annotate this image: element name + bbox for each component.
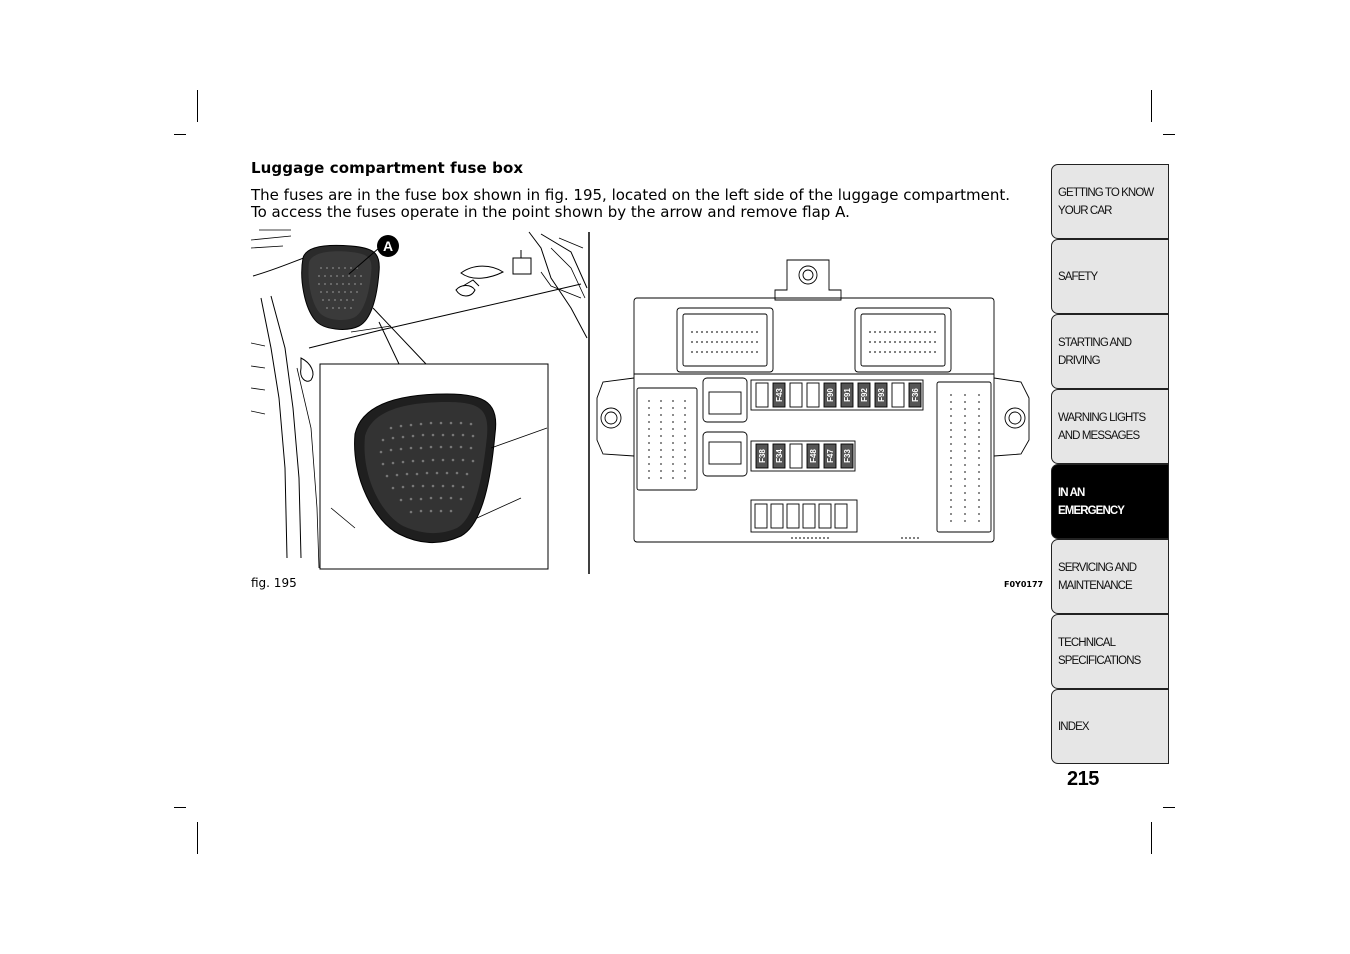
fuse bbox=[806, 443, 820, 469]
chapter-tab-label: SAFETY bbox=[1058, 270, 1098, 283]
fuse bbox=[840, 443, 854, 469]
figure-caption: fig. 195 bbox=[251, 576, 297, 590]
body-paragraph: The fuses are in the fuse box shown in f… bbox=[251, 187, 1011, 221]
chapter-tab[interactable]: SERVICING AND MAINTENANCE bbox=[1051, 539, 1169, 614]
figure-code: F0Y0177 bbox=[1004, 580, 1044, 589]
chapter-tab[interactable]: STARTING AND DRIVING bbox=[1051, 314, 1169, 389]
fuse-label: F34 bbox=[775, 449, 784, 463]
fuse-label: F93 bbox=[877, 388, 886, 402]
fuse bbox=[772, 382, 786, 408]
fuse-label: F47 bbox=[826, 449, 835, 463]
chapter-tab[interactable]: GETTING TO KNOW YOUR CAR bbox=[1051, 164, 1169, 239]
fuse bbox=[857, 382, 871, 408]
chapter-tab[interactable]: TECHNICAL SPECIFICATIONS bbox=[1051, 614, 1169, 689]
fuse-label: F43 bbox=[775, 388, 784, 402]
crop-mark bbox=[1151, 90, 1152, 122]
crop-mark bbox=[1163, 134, 1175, 135]
fuse bbox=[874, 382, 888, 408]
fuse bbox=[772, 443, 786, 469]
section-title: Luggage compartment fuse box bbox=[251, 159, 524, 177]
chapter-tab-label: STARTING AND DRIVING bbox=[1058, 336, 1132, 367]
crop-mark bbox=[197, 90, 198, 122]
fuse bbox=[755, 443, 769, 469]
empty-fuse-slot bbox=[789, 382, 803, 408]
chapter-tab[interactable]: IN AN EMERGENCY bbox=[1051, 464, 1169, 539]
fuse-label: F91 bbox=[843, 388, 852, 402]
chapter-tab-label: IN AN EMERGENCY bbox=[1058, 486, 1125, 517]
fuse-box-drawing bbox=[596, 259, 1030, 543]
fuse-label: F36 bbox=[911, 388, 920, 402]
fuse bbox=[823, 443, 837, 469]
crop-mark bbox=[1163, 807, 1175, 808]
chapter-tab[interactable]: WARNING LIGHTS AND MESSAGES bbox=[1051, 389, 1169, 464]
chapter-tab[interactable]: INDEX bbox=[1051, 689, 1169, 764]
empty-fuse-slot bbox=[755, 382, 769, 408]
crop-mark bbox=[197, 822, 198, 854]
fuse-label: F33 bbox=[843, 449, 852, 463]
flap-a-large bbox=[354, 393, 497, 544]
body-line: To access the fuses operate in the point… bbox=[251, 203, 850, 221]
luggage-compartment-sketch bbox=[251, 229, 588, 569]
fuse-label: F90 bbox=[826, 388, 835, 402]
empty-fuse-slot bbox=[789, 443, 803, 469]
chapter-tab-label: TECHNICAL SPECIFICATIONS bbox=[1058, 636, 1141, 667]
empty-fuse-slot bbox=[891, 382, 905, 408]
crop-mark bbox=[174, 134, 186, 135]
crop-mark bbox=[1151, 822, 1152, 854]
fuse bbox=[840, 382, 854, 408]
chapter-tab-label: INDEX bbox=[1058, 720, 1090, 733]
body-line: The fuses are in the fuse box shown in f… bbox=[251, 186, 1010, 204]
chapter-tab-label: WARNING LIGHTS AND MESSAGES bbox=[1058, 411, 1146, 442]
empty-fuse-slot bbox=[806, 382, 820, 408]
chapter-tab-label: SERVICING AND MAINTENANCE bbox=[1058, 561, 1137, 592]
fuse-label: F38 bbox=[758, 449, 767, 463]
fuse bbox=[908, 382, 922, 408]
fuse-label: F48 bbox=[809, 449, 818, 463]
chapter-sidebar: GETTING TO KNOW YOUR CAR SAFETY STARTING A… bbox=[1051, 164, 1169, 764]
chapter-tab[interactable]: SAFETY bbox=[1051, 239, 1169, 314]
page-number: 215 bbox=[1067, 768, 1099, 790]
fuse-row-top: F43 F90 F91 F92 F93 F36 bbox=[755, 382, 922, 408]
crop-mark bbox=[174, 807, 186, 808]
fuse bbox=[823, 382, 837, 408]
fuse-box-figure: F43 F90 F91 F92 F93 F36 F38 F34 F48 F47 F33 A bbox=[251, 229, 1030, 574]
callout-label-a: A bbox=[383, 238, 393, 254]
fuse-row-bottom: F38 F34 F48 F47 F33 bbox=[755, 443, 854, 469]
chapter-tab-label: GETTING TO KNOW YOUR CAR bbox=[1058, 186, 1154, 217]
fuse-label: F92 bbox=[860, 388, 869, 402]
